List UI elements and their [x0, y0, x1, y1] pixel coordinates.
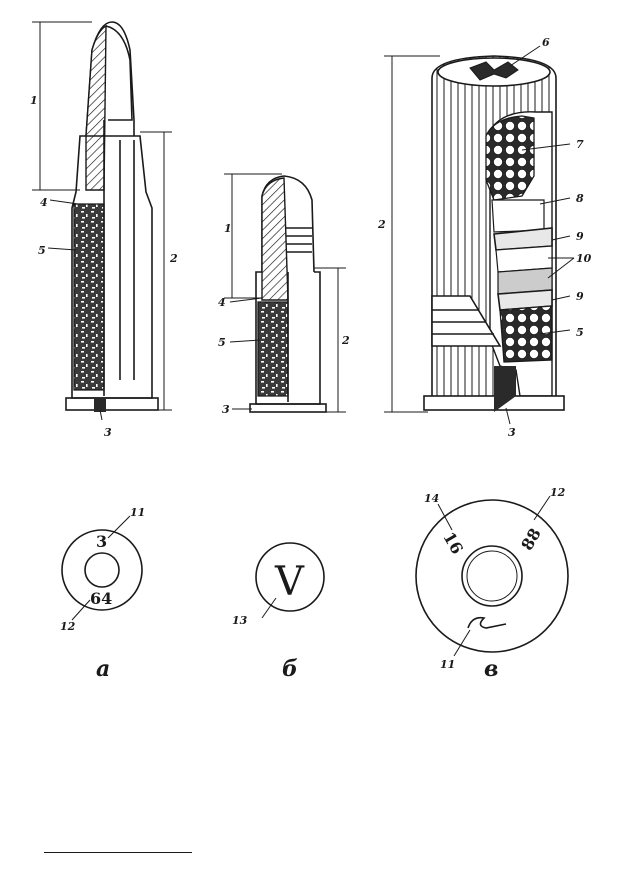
caption-a: а	[96, 656, 110, 682]
stamp-v-right: 88	[517, 525, 545, 554]
label-9-v-top: 9	[576, 230, 584, 243]
cartridge-b-rim	[249, 403, 327, 413]
cartridge-a-powder	[73, 203, 105, 391]
stamp-b-center: V	[274, 559, 305, 605]
label-9-v-bottom: 9	[576, 290, 584, 303]
stamp-v-logo-icon	[467, 616, 507, 629]
cartridge-b: 1 2 3 4 5	[218, 173, 350, 416]
cartridge-b-powder	[257, 301, 289, 397]
label-4-b: 4	[218, 296, 226, 309]
label-2-b: 2	[341, 334, 350, 347]
headstamp-a: 3 64 11 12 а	[60, 506, 145, 682]
label-14-v: 14	[424, 492, 439, 505]
label-3-v: 3	[508, 426, 516, 439]
label-3-a: 3	[104, 426, 112, 439]
label-7-v: 7	[576, 138, 584, 151]
cartridge-v-powder	[499, 305, 553, 363]
cartridge-a-primer	[94, 398, 106, 412]
cartridge-a-bullet-core	[85, 24, 107, 191]
cartridge-v-shot	[485, 115, 535, 201]
label-12-v: 12	[550, 486, 566, 499]
cartridge-v-crimp	[469, 61, 519, 81]
label-5-v: 5	[576, 326, 584, 339]
caption-v: в	[484, 656, 498, 682]
stamp-a-bottom: 64	[90, 589, 112, 608]
footnote-rule	[44, 852, 192, 853]
label-11-v: 11	[440, 658, 455, 671]
cartridge-a-rim	[65, 397, 159, 411]
label-13-b: 13	[232, 614, 248, 627]
headstamp-b: V 13 б	[232, 542, 325, 682]
stamp-v-left: 16	[439, 529, 467, 558]
label-3-b: 3	[222, 403, 230, 416]
label-4-a: 4	[40, 196, 48, 209]
label-2-a: 2	[169, 252, 178, 265]
cartridge-b-bullet-core	[261, 177, 289, 301]
label-2-v: 2	[377, 218, 386, 231]
label-1-a: 1	[30, 94, 38, 107]
label-5-a: 5	[38, 244, 46, 257]
label-1-b: 1	[224, 222, 232, 235]
cartridge-v: 2 3 5 6 7 8 9 10 9	[377, 36, 592, 439]
headstamp-v: 16 88 14 12 11 в	[415, 486, 569, 682]
label-8-v: 8	[576, 192, 584, 205]
label-10-v: 10	[576, 252, 592, 265]
label-6-v: 6	[542, 36, 550, 49]
cartridge-v-primer	[494, 366, 516, 412]
stamp-a-top: 3	[96, 532, 107, 551]
cartridge-a: 1 2 3 4 5	[30, 21, 178, 439]
label-5-b: 5	[218, 336, 226, 349]
label-11-a: 11	[130, 506, 145, 519]
caption-b: б	[282, 656, 298, 682]
label-12-a: 12	[60, 620, 76, 633]
